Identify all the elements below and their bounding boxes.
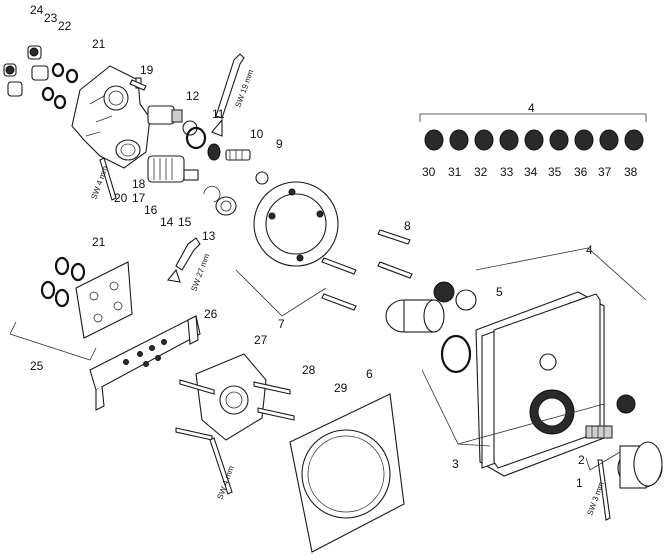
extension-sleeve-6 <box>385 299 472 374</box>
o-rings-21 <box>40 256 86 308</box>
label-13: 13 <box>202 229 216 243</box>
label-31: 31 <box>448 165 462 179</box>
label-10: 10 <box>250 127 264 141</box>
cover-plate <box>475 291 605 477</box>
label-14: 14 <box>160 215 174 229</box>
label-37: 37 <box>598 165 612 179</box>
label-4-top: 4 <box>528 101 535 115</box>
label-12: 12 <box>186 89 200 103</box>
label-27: 27 <box>254 333 268 347</box>
bracket-25 <box>9 321 97 361</box>
label-2: 2 <box>578 453 585 467</box>
label-33: 33 <box>500 165 514 179</box>
leader-4-right <box>475 247 647 301</box>
label-9: 9 <box>276 137 283 151</box>
button-cap <box>616 394 636 414</box>
label-32: 32 <box>474 165 488 179</box>
label-19: 19 <box>140 63 154 77</box>
label-8: 8 <box>404 219 411 233</box>
label-35: 35 <box>548 165 562 179</box>
label-11: 11 <box>212 107 225 121</box>
label-20: 20 <box>114 191 128 205</box>
label-18: 18 <box>132 177 146 191</box>
label-17: 17 <box>132 191 146 205</box>
leader-2 <box>585 451 621 471</box>
label-22: 22 <box>58 19 72 33</box>
label-21-bottom: 21 <box>92 235 106 249</box>
allen-key-sw3 <box>597 459 611 521</box>
tool-label-sw27: SW 27 mm <box>189 252 211 293</box>
label-5: 5 <box>496 285 503 299</box>
tool-label-sw4-bottom: SW 4 mm <box>215 464 236 500</box>
label-29: 29 <box>334 381 348 395</box>
stem-10 <box>207 143 269 185</box>
leader-7 <box>235 269 327 317</box>
label-16: 16 <box>144 203 158 217</box>
label-34: 34 <box>524 165 538 179</box>
mounting-ring <box>253 181 339 267</box>
label-6: 6 <box>366 367 373 381</box>
frame-27 <box>175 353 295 441</box>
bracket-4-top <box>419 113 647 122</box>
label-3: 3 <box>452 457 459 471</box>
screw-19 <box>129 79 147 91</box>
handle-1 <box>585 425 663 489</box>
label-21-top: 21 <box>92 37 106 51</box>
allen-key-bottom <box>209 437 233 495</box>
cartridge-12 <box>147 105 207 150</box>
label-38: 38 <box>624 165 638 179</box>
label-36: 36 <box>574 165 588 179</box>
square-bezel <box>289 393 405 553</box>
label-28: 28 <box>302 363 316 377</box>
label-26: 26 <box>204 307 218 321</box>
diverter-5 <box>433 281 477 311</box>
wrench-27 <box>166 237 201 283</box>
label-23: 23 <box>44 11 58 25</box>
allen-key-top <box>99 157 117 201</box>
small-caps-group <box>3 45 79 110</box>
support-rail <box>89 315 201 411</box>
buttons-row <box>424 129 644 151</box>
label-25: 25 <box>30 359 44 373</box>
label-4-right: 4 <box>586 243 593 257</box>
cartridge-14 <box>147 155 237 216</box>
label-1: 1 <box>576 476 583 490</box>
screws-8 <box>321 229 413 311</box>
leader-3 <box>421 369 605 447</box>
valve-body <box>71 65 151 169</box>
label-15: 15 <box>178 215 192 229</box>
label-30: 30 <box>422 165 436 179</box>
mounting-plate-25 <box>75 261 133 339</box>
label-7: 7 <box>278 317 285 331</box>
label-24: 24 <box>30 3 44 17</box>
wrench-19 <box>211 53 245 137</box>
